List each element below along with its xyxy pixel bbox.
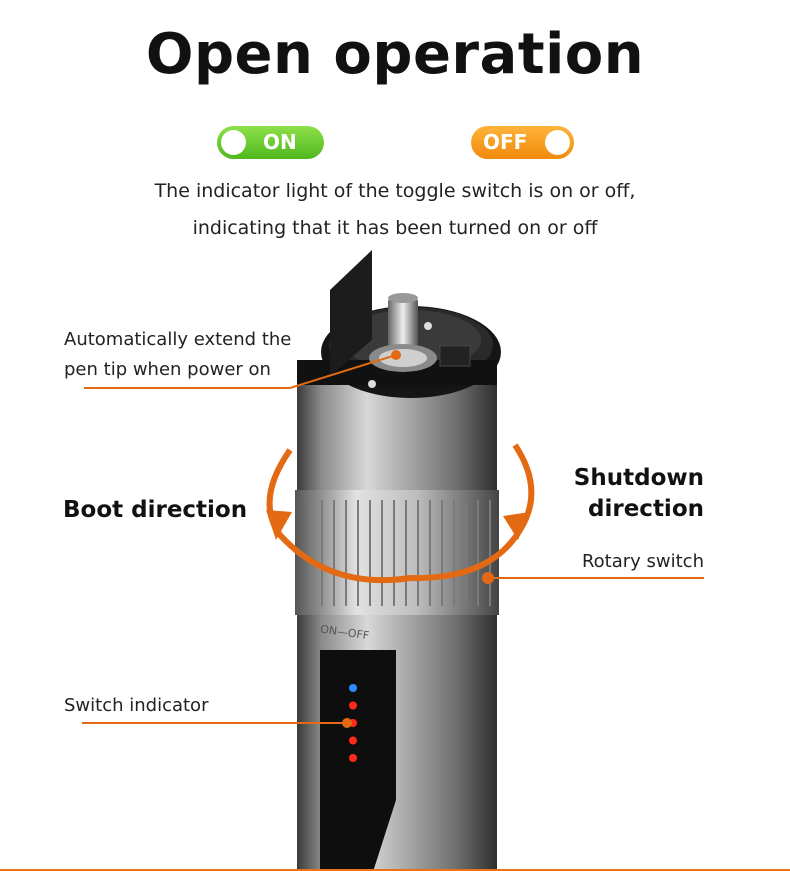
boot-direction-label: Boot direction	[63, 497, 248, 523]
shutdown-direction-label-2: direction	[588, 496, 704, 522]
indicator-led-red	[349, 754, 357, 762]
rotary-switch-leader-line	[488, 577, 704, 579]
on-toggle-graphic: ON	[217, 126, 324, 159]
bottom-divider	[0, 869, 790, 871]
page-title: Open operation	[145, 22, 645, 87]
off-toggle-label: OFF	[483, 130, 528, 154]
shutdown-direction-label-1: Shutdown	[573, 465, 704, 491]
indicator-window	[320, 650, 396, 871]
rotary-switch-ring	[295, 490, 499, 615]
switch-indicator-leader-line	[82, 722, 347, 724]
toggle-knob	[221, 130, 246, 155]
off-toggle-graphic: OFF	[471, 126, 574, 159]
indicator-led-red	[349, 701, 357, 710]
pen-tip-leader-line	[84, 387, 290, 389]
rotary-switch-label: Rotary switch	[581, 551, 704, 572]
pen-tip-callout-line-1: Automatically extend the	[64, 329, 292, 350]
pen-tip	[388, 298, 418, 358]
switch-indicator-label: Switch indicator	[64, 695, 209, 716]
description-line-1: The indicator light of the toggle switch…	[154, 180, 636, 202]
indicator-marker	[342, 718, 352, 728]
on-toggle-label: ON	[263, 130, 297, 154]
toggle-knob	[545, 130, 570, 155]
pen-tip-callout-line-2: pen tip when power on	[64, 359, 271, 380]
indicator-led-blue	[349, 684, 357, 692]
dust-flap	[330, 250, 372, 376]
indicator-led-red	[349, 736, 357, 745]
boot-direction-arrowhead	[266, 510, 292, 540]
ring-knurling	[309, 500, 491, 606]
shutdown-direction-arrowhead	[503, 512, 530, 540]
description-line-2: indicating that it has been turned on or…	[192, 217, 598, 239]
